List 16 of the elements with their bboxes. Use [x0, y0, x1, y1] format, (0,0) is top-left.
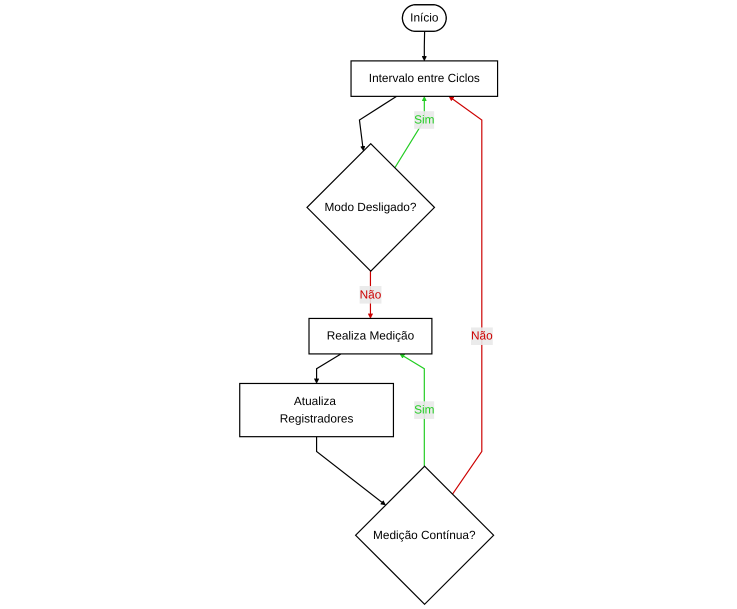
- node-box: Atualiza Registradores: [238, 382, 394, 438]
- arrow: [422, 32, 427, 62]
- arrow: [316, 436, 386, 506]
- node-box: Realiza Medição: [308, 318, 432, 354]
- edge-label: Sim: [414, 114, 434, 127]
- arrow: [358, 96, 397, 152]
- arrow: [314, 353, 342, 384]
- edge-label: Sim: [414, 404, 434, 417]
- edge-label: Não: [470, 330, 492, 343]
- arrow: [399, 354, 425, 466]
- node-box: Intervalo entre Ciclos: [350, 60, 498, 97]
- arrow: [394, 96, 427, 168]
- node-diamond: Modo Desligado?: [306, 142, 436, 272]
- node-diamond: Medição Contínua?: [354, 465, 494, 606]
- edge-label: Não: [359, 288, 382, 302]
- arrow: [448, 96, 482, 495]
